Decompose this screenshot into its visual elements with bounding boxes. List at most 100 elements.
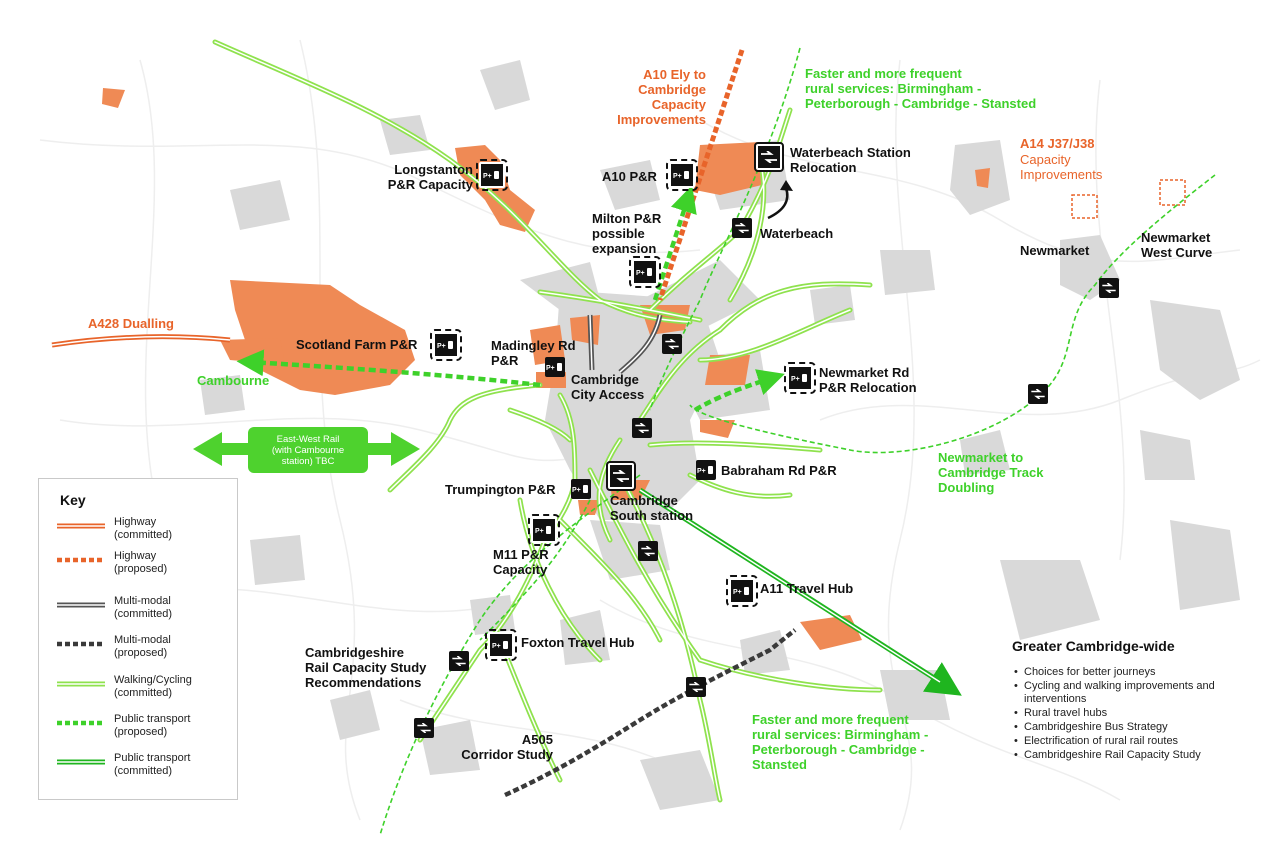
svg-text:P+: P+ [791, 376, 800, 383]
key-item-public-transport-proposed: Public transport (proposed) [57, 713, 237, 743]
key-swatch [57, 523, 105, 529]
park-and-ride-icon: P+ [666, 159, 698, 191]
label-foxton: Foxton Travel Hub [521, 635, 635, 650]
key-label: Highway (committed) [114, 516, 173, 541]
key-swatch [57, 641, 105, 647]
label-a505: A505 Corridor Study [461, 732, 553, 762]
svg-text:P+: P+ [546, 365, 555, 372]
park-and-ride-icon: P+ [430, 329, 462, 361]
park-and-ride-icon: P+ [726, 575, 758, 607]
park-and-ride-icon: P+ [629, 256, 661, 288]
label-newmarket-rd: Newmarket Rd P&R Relocation [819, 365, 917, 395]
label-a10-pr: A10 P&R [602, 169, 657, 184]
key-item-public-transport-committed: Public transport (committed) [57, 752, 237, 782]
list-item: Choices for better journeys [1012, 666, 1252, 679]
label-newmarket: Newmarket [1020, 243, 1090, 258]
key-label: Multi-modal (proposed) [114, 634, 171, 659]
greater-cambridge-panel: Greater Cambridge-wide Choices for bette… [1012, 638, 1252, 763]
key-label: Walking/Cycling (committed) [114, 674, 192, 699]
label-milton-pr: Milton P&R possible expansion [592, 211, 662, 256]
greater-cambridge-list: Choices for better journeys Cycling and … [1012, 666, 1252, 762]
label-a14-capacity: Capacity Improvements [1020, 152, 1103, 182]
label-a428: A428 Dualling [88, 316, 174, 331]
park-and-ride-icon: P+ [696, 460, 716, 480]
park-and-ride-icon: P+ [485, 629, 517, 661]
rail-icon [606, 461, 636, 491]
park-and-ride-icon: P+ [545, 357, 565, 377]
key-swatch [57, 759, 105, 765]
park-and-ride-icon: P+ [571, 479, 591, 499]
label-trumpington: Trumpington P&R [445, 482, 556, 497]
label-cambourne: Cambourne [197, 373, 270, 388]
curved-arrow-icon [767, 187, 789, 220]
rail-icon [662, 334, 682, 354]
public-transport-arrows [236, 185, 785, 412]
label-cambridge-city-access: Cambridge City Access [571, 372, 645, 402]
key-item-multimodal-proposed: Multi-modal (proposed) [57, 634, 237, 664]
key-title: Key [60, 492, 86, 508]
a505-multimodal-proposed [504, 628, 797, 798]
label-waterbeach: Waterbeach [760, 226, 834, 241]
label-m11: M11 P&R Capacity [493, 547, 549, 577]
svg-text:P+: P+ [483, 173, 492, 180]
key-swatch [57, 557, 105, 563]
label-cambridge-south: Cambridge South station [610, 493, 694, 523]
label-babraham: Babraham Rd P&R [721, 463, 837, 478]
a14-junction-box [1159, 179, 1186, 206]
list-item: Cycling and walking improvements and int… [1012, 680, 1252, 706]
svg-text:P+: P+ [492, 643, 501, 650]
label-scotland-farm: Scotland Farm P&R [296, 337, 418, 352]
list-item: Electrification of rural rail routes [1012, 735, 1252, 748]
list-item: Cambridgeshire Rail Capacity Study [1012, 749, 1252, 762]
key-swatch [57, 720, 105, 726]
rail-icon [754, 142, 784, 172]
east-west-rail-label: East-West Rail (with Cambourne station) … [248, 427, 368, 473]
svg-text:P+: P+ [697, 468, 706, 475]
multimodal-committed [587, 314, 663, 374]
key-item-multimodal-committed: Multi-modal (committed) [57, 595, 237, 625]
map-key: Key Highway (committed) Highway (propose… [38, 478, 238, 800]
svg-text:P+: P+ [535, 528, 544, 535]
key-label: Highway (proposed) [114, 550, 168, 575]
key-label: Multi-modal (committed) [114, 595, 173, 620]
rail-icon [686, 677, 706, 697]
park-and-ride-icon: P+ [528, 514, 560, 546]
rail-icon [1028, 384, 1048, 404]
key-label: Public transport (committed) [114, 752, 191, 777]
label-a14: A14 J37/J38 [1020, 136, 1095, 151]
label-a11-hub: A11 Travel Hub [760, 581, 854, 596]
a428-highway [51, 334, 231, 348]
label-newmarket-doubling: Newmarket to Cambridge Track Doubling [938, 450, 1044, 495]
label-longstanton: Longstanton P&R Capacity [387, 162, 473, 192]
list-item: Cambridgeshire Bus Strategy [1012, 721, 1252, 734]
label-madingley: Madingley Rd P&R [491, 338, 576, 368]
park-and-ride-icon: P+ [784, 362, 816, 394]
rail-icon [732, 218, 752, 238]
public-transport-proposed [379, 47, 1216, 836]
key-item-highway-committed: Highway (committed) [57, 516, 237, 546]
key-item-walking-cycling: Walking/Cycling (committed) [57, 674, 237, 704]
svg-text:P+: P+ [673, 173, 682, 180]
rail-icon [414, 718, 434, 738]
label-newmarket-west-curve: Newmarket West Curve [1141, 230, 1213, 260]
label-a10-ely: A10 Ely to Cambridge Capacity Improvemen… [617, 67, 706, 127]
label-faster-services-south: Faster and more frequent rural services:… [752, 712, 929, 772]
svg-text:P+: P+ [437, 343, 446, 350]
list-item: Rural travel hubs [1012, 707, 1252, 720]
rail-icon [449, 651, 469, 671]
key-item-highway-proposed: Highway (proposed) [57, 550, 237, 580]
rail-icon [1099, 278, 1119, 298]
growth-areas [102, 88, 990, 650]
key-swatch [57, 681, 105, 687]
rail-icon [632, 418, 652, 438]
public-transport-committed [638, 487, 962, 696]
a10-proposed [657, 49, 745, 301]
a14-junction-box [1071, 194, 1098, 219]
label-rail-study: Cambridgeshire Rail Capacity Study Recom… [305, 645, 427, 690]
greater-cambridge-title: Greater Cambridge-wide [1012, 638, 1175, 654]
svg-text:P+: P+ [572, 487, 581, 494]
key-label: Public transport (proposed) [114, 713, 191, 738]
label-faster-services-north: Faster and more frequent rural services:… [805, 66, 1037, 111]
key-swatch [57, 602, 105, 608]
